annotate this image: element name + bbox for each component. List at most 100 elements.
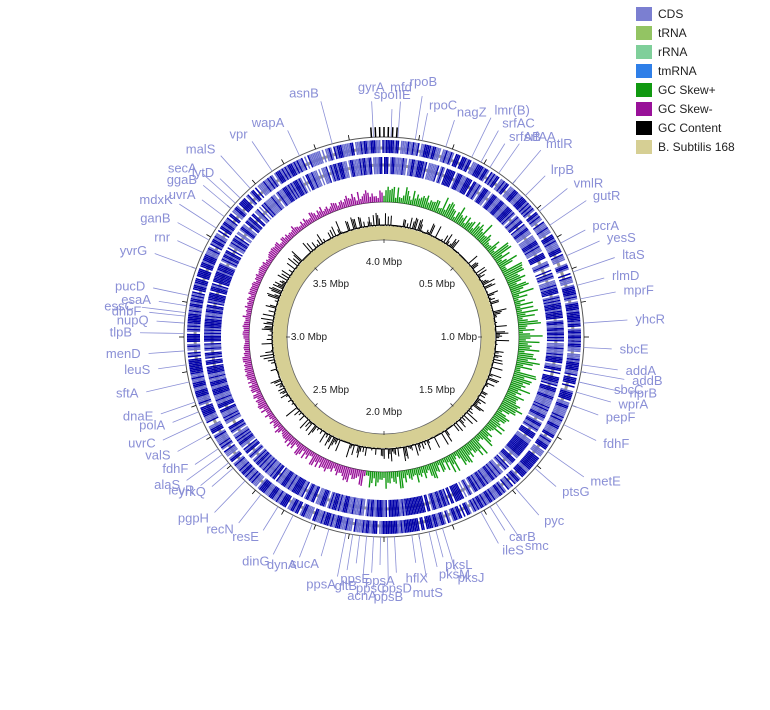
cds-feature [450,172,459,189]
cds-feature [537,391,554,399]
cds-feature [329,513,335,527]
cds-feature [401,519,405,534]
cds-feature [505,216,519,229]
cds-feature [218,437,231,446]
map-rings [179,127,589,542]
gc-skew-minus-swatch-icon [636,101,652,116]
gene-label: essC [104,298,134,313]
scale-tick-label: 2.5 Mbp [313,385,350,396]
cds-feature [545,355,563,359]
cds-feature [525,417,541,427]
cds-feature [499,478,510,490]
cds-feature [567,319,581,323]
cds-feature [258,184,269,196]
cds-feature [477,469,489,485]
cds-feature [229,421,246,432]
cds-feature [475,187,486,203]
cds-feature [286,164,295,177]
cds-feature [351,497,356,515]
cds-feature [264,179,274,192]
cds-feature [205,313,223,318]
cds-feature [211,283,229,290]
cds-feature [244,467,256,478]
cds-feature [257,453,271,467]
cds-feature [333,493,340,511]
cds-feature [418,496,423,514]
cds-feature [466,476,477,493]
cds-feature [496,180,506,192]
gene-label: mfd [390,80,412,95]
cds-feature [188,357,202,362]
cds-feature [331,492,338,510]
cds-feature [268,461,281,476]
cds-feature [446,170,455,187]
cds-feature [377,157,380,175]
cds-feature [524,455,535,465]
cds-feature [546,335,564,337]
cds-feature [261,456,274,470]
cds-feature [352,497,358,515]
gene-label: tlpB [110,325,132,340]
cds-feature [435,491,443,508]
cds-feature [373,499,376,517]
cds-feature [204,319,222,323]
cds-feature [545,311,563,316]
cds-feature [546,337,564,339]
cds-feature [369,157,373,175]
cds-feature [218,263,236,273]
cds-feature [524,418,540,429]
cds-feature [231,452,243,463]
legend-item-tmrna: tmRNA [636,61,768,80]
cds-feature [190,369,204,373]
cds-feature [563,296,578,301]
cds-feature [441,511,447,525]
cds-feature [556,398,570,405]
cds-feature [389,499,392,517]
cds-feature [294,501,302,514]
cds-feature [217,435,230,445]
cds-feature [201,260,215,267]
cds-feature [437,512,444,526]
cds-feature [543,369,561,375]
cds-feature [524,245,540,256]
cds-feature [531,260,548,270]
cds-feature [559,392,572,398]
cds-feature [392,157,395,175]
cds-feature [237,460,249,471]
cds-feature [546,327,564,330]
cds-feature [359,141,364,155]
cds-feature [478,493,487,506]
cds-feature [187,345,201,348]
cds-feature [399,157,403,175]
cds-feature [546,333,564,336]
cds-feature [567,337,581,339]
cds-feature [214,274,232,282]
cds-feature [546,326,564,329]
cds-feature [371,499,375,517]
cds-feature [408,519,412,533]
gene-label: ppsA [306,576,336,591]
cds-feature [546,321,564,325]
cds-feature [544,426,557,434]
cds-feature [456,175,466,192]
gene-label: lrpB [551,162,574,177]
cds-feature [552,410,565,417]
cds-feature [501,477,511,489]
cds-feature [328,513,334,527]
gene-label: rnr [154,229,171,244]
cds-feature [507,190,517,202]
cds-feature [338,162,345,180]
cds-feature [200,404,214,411]
cds-feature [204,411,217,419]
cds-feature [527,412,544,422]
cds-feature [293,161,301,174]
cds-feature [528,411,545,420]
cds-feature [566,309,580,313]
cds-feature [494,204,507,218]
cds-feature [209,422,222,430]
cds-feature [534,399,551,408]
cds-feature [565,302,579,307]
cds-feature [514,197,525,208]
cds-feature [544,241,558,250]
gene-label: vpr [229,127,248,142]
